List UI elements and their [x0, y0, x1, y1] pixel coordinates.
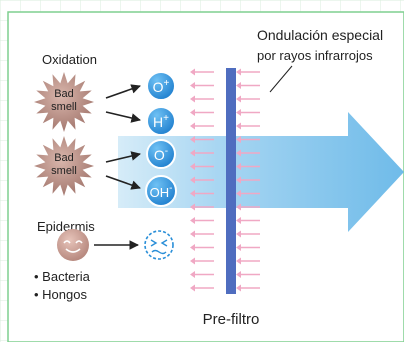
- infrared-arrow-head: [236, 217, 241, 224]
- infrared-arrow-head: [190, 230, 195, 238]
- infrared-arrow-head: [190, 95, 195, 103]
- bullet-bacteria: • Bacteria: [34, 269, 91, 284]
- infrared-arrow-head: [236, 136, 241, 143]
- bad-smell-2: Bad smell: [34, 136, 94, 196]
- epidermis-label: Epidermis: [37, 219, 95, 234]
- dizzy-face-icon: [144, 230, 174, 260]
- infrared-arrow-head: [190, 82, 195, 89]
- infrared-arrow-head: [190, 284, 195, 292]
- infrared-arrow-head: [236, 163, 241, 170]
- bad-smell-burst-icon: [34, 136, 94, 196]
- bad-smell-burst-icon: [34, 72, 94, 132]
- ion-h-plus-label: H+: [153, 113, 169, 130]
- ion-o-minus: O-: [146, 139, 176, 169]
- infrared-arrow-head: [236, 203, 241, 211]
- infrared-title-line1: Ondulación especial: [257, 27, 383, 43]
- bad-smell-1-line1: Bad: [54, 88, 74, 100]
- infrared-arrow-head: [190, 176, 195, 184]
- bullet-hongos: • Hongos: [34, 287, 87, 302]
- infrared-arrow-head: [190, 109, 195, 116]
- infrared-arrow-head: [190, 203, 195, 211]
- bad-smell-2-line2: smell: [51, 165, 77, 177]
- infrared-arrow-head: [236, 82, 241, 89]
- infrared-arrow-head: [236, 149, 241, 157]
- ion-oh-minus: OH-: [145, 175, 177, 207]
- infrared-arrow-head: [236, 68, 241, 76]
- infrared-arrow-head: [236, 95, 241, 103]
- infrared-arrow-head: [190, 68, 195, 76]
- infrared-pointer-line: [269, 65, 293, 93]
- infrared-arrow-head: [190, 190, 195, 197]
- infrared-arrow-head: [190, 163, 195, 170]
- prefilter-bar: [226, 68, 236, 294]
- infrared-arrow-head: [236, 257, 241, 265]
- infrared-arrow-head: [236, 176, 241, 184]
- infrared-arrow-head: [236, 244, 241, 251]
- infrared-arrow-head: [190, 149, 195, 157]
- infrared-arrow-head: [190, 217, 195, 224]
- infrared-arrow-head: [190, 257, 195, 265]
- bad-smell-2-line1: Bad: [54, 152, 74, 164]
- infrared-arrow-head: [236, 271, 241, 278]
- infrared-arrow-head: [236, 190, 241, 197]
- infrared-arrow-head: [236, 109, 241, 116]
- air-flow-arrow: [118, 112, 404, 232]
- prefilter-label: Pre-filtro: [203, 311, 260, 328]
- oxidation-label: Oxidation: [42, 52, 97, 67]
- infrared-arrow-head: [190, 271, 195, 278]
- ion-o-minus-label: O-: [154, 146, 168, 163]
- infrared-arrows: [190, 68, 260, 292]
- arrow-smell2-to-oh-minus: [105, 175, 141, 190]
- ion-o-plus-label: O+: [153, 78, 170, 95]
- infrared-arrow-head: [236, 284, 241, 292]
- arrow-smell2-to-o-minus: [105, 151, 141, 163]
- arrow-smell1-to-h-plus: [105, 111, 141, 123]
- infrared-arrow-head: [236, 230, 241, 238]
- bad-smell-1: Bad smell: [34, 72, 94, 132]
- smiley-face-icon: [57, 229, 89, 261]
- ion-o-plus: O+: [146, 71, 176, 101]
- ion-h-plus: H+: [146, 106, 176, 136]
- bad-smell-1-line2: smell: [51, 101, 77, 113]
- arrow-smell1-to-o-plus: [105, 84, 141, 99]
- infrared-title-line2: por rayos infrarrojos: [257, 48, 373, 63]
- infrared-arrow-head: [190, 136, 195, 143]
- infrared-arrow-head: [236, 122, 241, 130]
- panel-border: [7, 11, 404, 342]
- infrared-arrow-head: [190, 244, 195, 251]
- infrared-arrow-head: [190, 122, 195, 130]
- ion-oh-minus-label: OH-: [150, 183, 173, 200]
